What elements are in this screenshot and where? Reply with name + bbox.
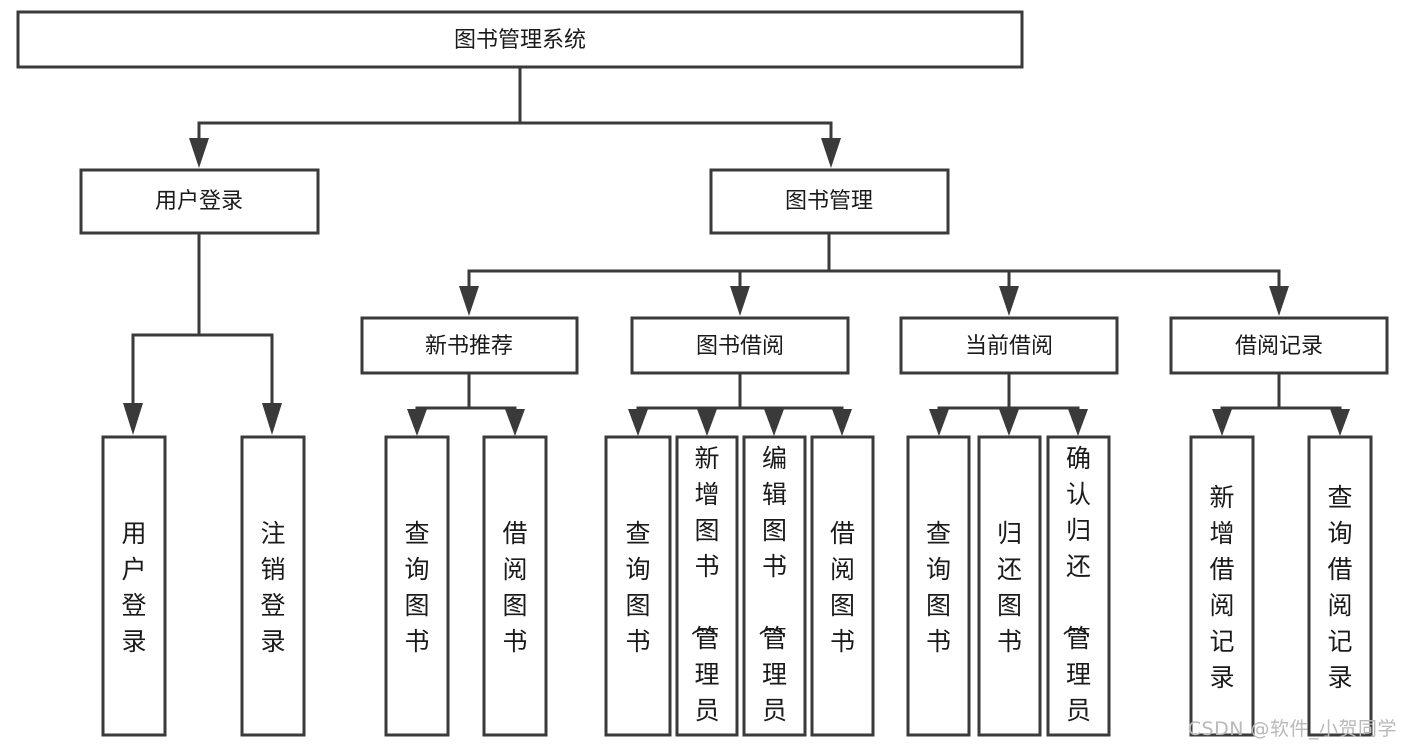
leaf-borrow-book-rec-label: 借阅图书 — [502, 519, 527, 656]
node-current-borrow-box[interactable] — [899, 316, 1119, 375]
node-borrow-record[interactable]: 借阅记录 — [1169, 316, 1389, 375]
leaf-user-login-label: 用户登录 — [121, 519, 146, 656]
leaf-borrow-book[interactable]: 借阅图书 — [810, 435, 875, 737]
connector-group-current-borrow — [929, 371, 1088, 436]
leaf-edit-book-admin-box[interactable] — [742, 435, 807, 737]
arrow-head-icon — [1269, 286, 1289, 316]
arrow-head-icon — [697, 409, 717, 436]
leaf-query-book-current[interactable]: 查询图书 — [906, 435, 971, 737]
connector-group-root — [189, 65, 841, 168]
leaf-logout-login-box[interactable] — [240, 435, 306, 737]
arrow-head-icon — [832, 409, 852, 436]
leaf-add-book-admin[interactable]: 新增图书（管理员） — [675, 435, 739, 747]
connector-group-new-book-rec — [407, 371, 525, 436]
leaf-query-borrow-record-label: 查询借阅记录 — [1327, 483, 1352, 692]
node-book-borrow[interactable]: 图书借阅 — [630, 316, 850, 375]
leaf-add-book-admin-label: 新增图书（管理员） — [688, 444, 719, 747]
connector-group-user-login — [123, 231, 282, 435]
node-book-manage[interactable]: 图书管理 — [709, 168, 950, 235]
node-new-book-rec-label: 新书推荐 — [425, 334, 513, 359]
arrow-head-icon — [1212, 409, 1232, 436]
leaf-edit-book-admin[interactable]: 编辑图书（管理员） — [742, 435, 807, 747]
arrow-head-icon — [929, 409, 949, 436]
leaf-borrow-book-box[interactable] — [810, 435, 875, 737]
leaf-add-borrow-record[interactable]: 新增借阅记录 — [1189, 435, 1255, 737]
arrow-head-icon — [407, 409, 427, 436]
leaf-query-book-rec-label: 查询图书 — [404, 519, 429, 656]
connector-group-book-manage — [459, 231, 1289, 316]
arrow-head-icon — [505, 409, 525, 436]
node-book-manage-label: 图书管理 — [785, 189, 873, 214]
arrow-head-icon — [999, 409, 1019, 436]
leaf-query-book-rec-box[interactable] — [384, 435, 450, 737]
leaf-borrow-book-label: 借阅图书 — [830, 519, 855, 656]
leaf-return-book[interactable]: 归还图书 — [977, 435, 1042, 737]
leaf-edit-book-admin-label: 编辑图书（管理员） — [756, 444, 787, 747]
leaf-confirm-return-admin-label: 确认归还（管理员） — [1060, 444, 1091, 747]
node-current-borrow-label: 当前借阅 — [965, 334, 1053, 359]
node-new-book-rec[interactable]: 新书推荐 — [360, 316, 579, 375]
node-user-login[interactable]: 用户登录 — [79, 168, 320, 235]
arrow-head-icon — [821, 138, 841, 168]
node-book-manage-box[interactable] — [709, 168, 950, 235]
node-root[interactable]: 图书管理系统 — [16, 10, 1024, 69]
node-root-label: 图书管理系统 — [454, 28, 586, 53]
arrow-head-icon — [189, 138, 209, 168]
leaf-borrow-book-rec[interactable]: 借阅图书 — [482, 435, 548, 737]
leaf-logout-login[interactable]: 注销登录 — [240, 435, 306, 737]
node-book-borrow-box[interactable] — [630, 316, 850, 375]
leaf-query-borrow-record[interactable]: 查询借阅记录 — [1307, 435, 1373, 737]
leaf-query-book-current-label: 查询图书 — [926, 519, 951, 656]
arrow-head-icon — [730, 286, 750, 316]
arrow-head-icon — [459, 286, 479, 316]
leaf-add-borrow-record-box[interactable] — [1189, 435, 1255, 737]
node-new-book-rec-box[interactable] — [360, 316, 579, 375]
leaf-logout-login-label: 注销登录 — [260, 519, 285, 656]
leaf-node-layer: 用户登录 注销登录 查询图书 借阅图书 查询图书 新增图书（管理员） 编辑图书（管理员） 借阅… — [101, 435, 1373, 747]
arrow-head-icon — [764, 409, 784, 436]
arrow-head-icon — [628, 409, 648, 436]
node-book-borrow-label: 图书借阅 — [696, 334, 784, 359]
leaf-add-borrow-record-label: 新增借阅记录 — [1209, 483, 1234, 692]
node-root-box[interactable] — [16, 10, 1024, 69]
arrow-head-icon — [123, 403, 143, 435]
leaf-return-book-label: 归还图书 — [997, 519, 1022, 656]
node-user-login-box[interactable] — [79, 168, 320, 235]
leaf-borrow-book-rec-box[interactable] — [482, 435, 548, 737]
leaf-confirm-return-admin-box[interactable] — [1046, 435, 1111, 737]
csdn-watermark: CSDN @软件_小贺同学 — [1187, 718, 1397, 740]
node-current-borrow[interactable]: 当前借阅 — [899, 316, 1119, 375]
connector-group-borrow-record — [1212, 371, 1350, 436]
connector-group-book-borrow — [628, 371, 852, 436]
leaf-return-book-box[interactable] — [977, 435, 1042, 737]
arrow-head-icon — [1068, 409, 1088, 436]
arrow-head-icon — [999, 286, 1019, 316]
leaf-query-book-borrow-label: 查询图书 — [625, 519, 650, 656]
leaf-query-book-borrow-box[interactable] — [604, 435, 672, 737]
leaf-user-login[interactable]: 用户登录 — [101, 435, 167, 737]
leaf-query-borrow-record-box[interactable] — [1307, 435, 1373, 737]
leaf-query-book-borrow[interactable]: 查询图书 — [604, 435, 672, 737]
leaf-query-book-current-box[interactable] — [906, 435, 971, 737]
leaf-user-login-box[interactable] — [101, 435, 167, 737]
node-borrow-record-label: 借阅记录 — [1235, 334, 1323, 359]
node-borrow-record-box[interactable] — [1169, 316, 1389, 375]
leaf-add-book-admin-box[interactable] — [675, 435, 739, 737]
arrow-head-icon — [262, 403, 282, 435]
leaf-confirm-return-admin[interactable]: 确认归还（管理员） — [1046, 435, 1111, 747]
node-user-login-label: 用户登录 — [155, 189, 243, 214]
leaf-query-book-rec[interactable]: 查询图书 — [384, 435, 450, 737]
arrow-head-icon — [1330, 409, 1350, 436]
